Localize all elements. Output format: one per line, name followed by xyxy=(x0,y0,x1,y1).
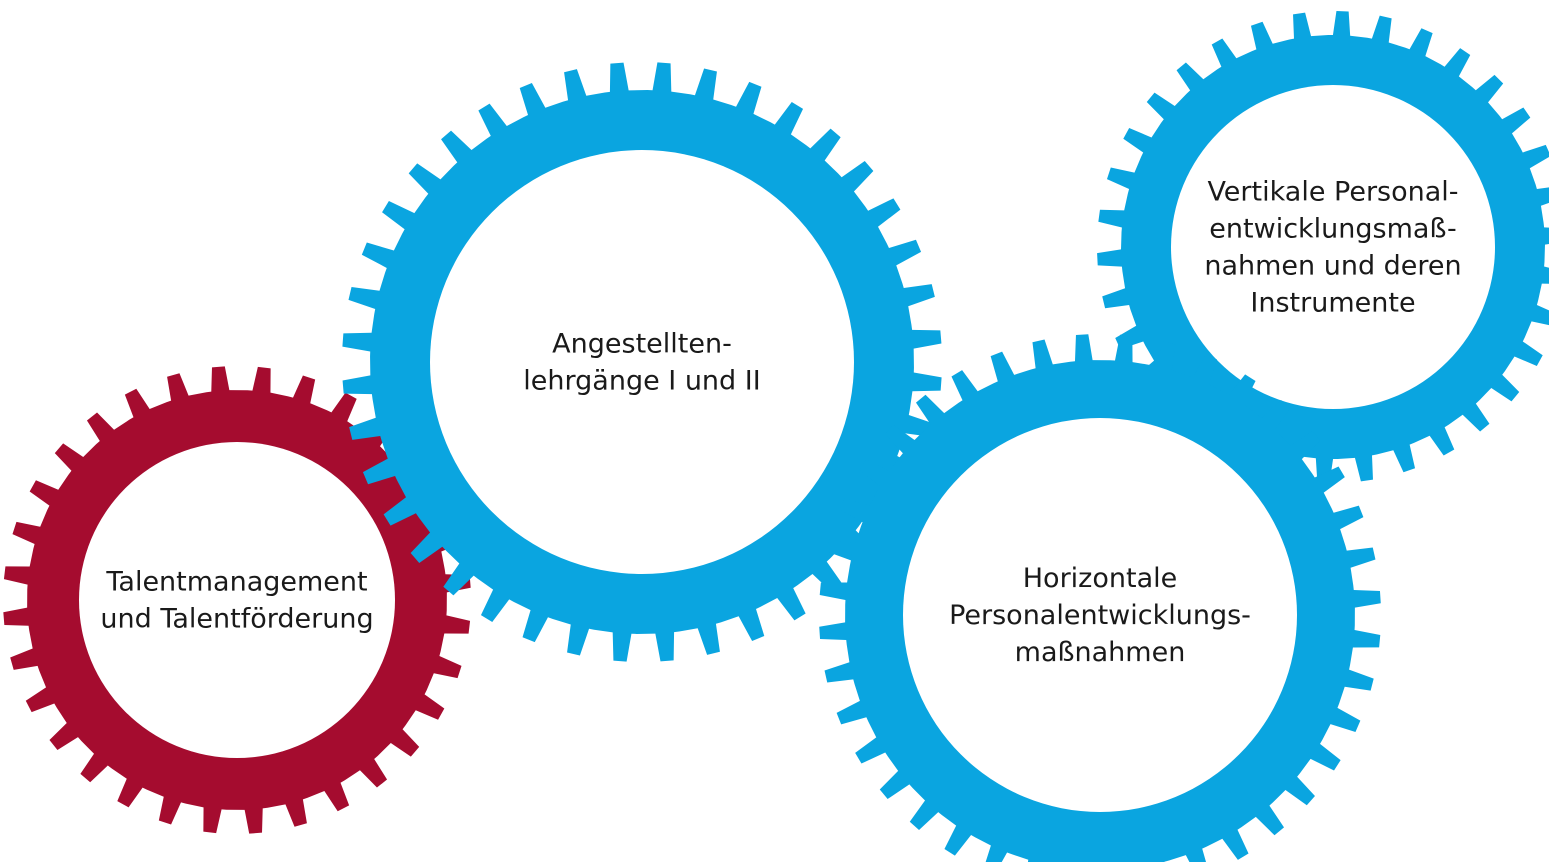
gear-horizontal-center xyxy=(903,418,1297,812)
gear-angestellten-label: Angestellten-lehrgänge I und II xyxy=(523,329,760,397)
gear-angestellten-label-line: lehrgänge I und II xyxy=(523,366,760,397)
gear-talent-label-line: Talentmanagement xyxy=(105,567,367,598)
gear-vertikal-label-line: nahmen und deren xyxy=(1204,251,1461,282)
gear-talent-label: Talentmanagement und Talentförderung xyxy=(100,567,373,635)
gear-horizontal-label-line: Horizontale xyxy=(1023,563,1177,594)
gear-angestellten-center xyxy=(430,150,854,574)
gear-talent-label-line: und Talentförderung xyxy=(100,604,373,635)
gear-talent-center xyxy=(79,442,395,758)
gear-vertikal-label: Vertikale Personal-entwicklungsmaß-nahme… xyxy=(1204,177,1461,319)
gear-vertikal-label-line: entwicklungsmaß- xyxy=(1209,214,1456,245)
gear-vertikal: Vertikale Personal-entwicklungsmaß-nahme… xyxy=(1097,11,1549,483)
gear-talent: Talentmanagement und Talentförderung xyxy=(3,366,471,834)
gear-vertikal-label-line: Instrumente xyxy=(1250,288,1415,319)
gear-horizontal-label-line: Personalentwicklungs- xyxy=(949,600,1251,631)
gear-angestellten: Angestellten-lehrgänge I und II xyxy=(342,62,942,662)
gear-horizontal-label-line: maßnahmen xyxy=(1015,637,1186,668)
gear-vertikal-label-line: Vertikale Personal- xyxy=(1207,177,1458,208)
gear-angestellten-label-line: Angestellten- xyxy=(552,329,732,360)
gear-vertikal-center xyxy=(1171,85,1495,409)
